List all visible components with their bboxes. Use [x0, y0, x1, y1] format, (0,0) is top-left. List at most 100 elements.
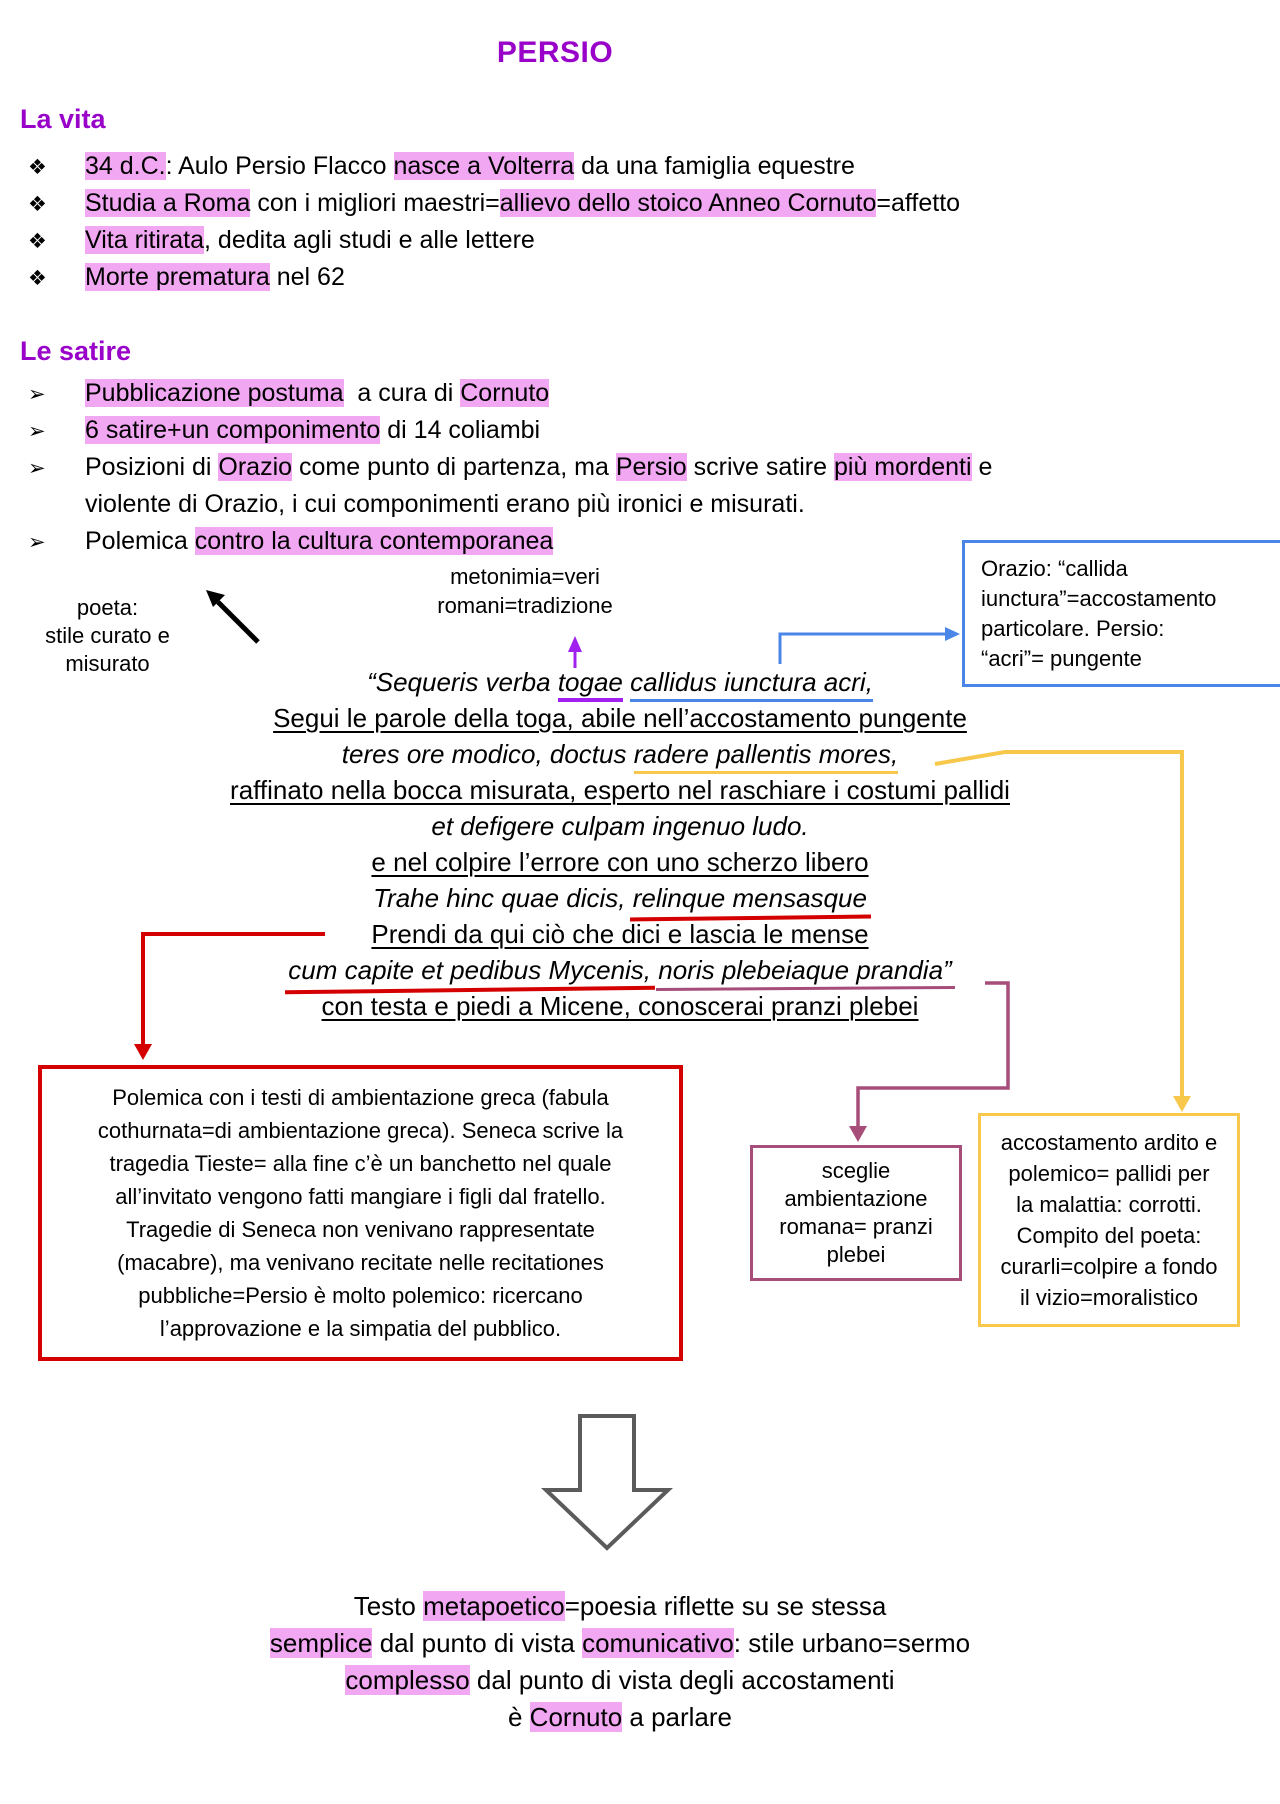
text-segment: a parlare — [622, 1702, 733, 1732]
box-line: l’approvazione e la simpatia del pubblic… — [42, 1312, 679, 1345]
box-line: pubbliche=Persio è molto polemico: ricer… — [42, 1279, 679, 1312]
text-segment: Prendi da qui ciò che dici e lascia le m… — [371, 919, 869, 949]
text-segment: la malattia: corrotti. — [1016, 1192, 1202, 1217]
box-line: Compito del poeta: — [981, 1220, 1237, 1251]
highlighted-text: Studia a Roma — [85, 189, 251, 217]
text-segment: e — [971, 453, 993, 481]
text-segment: ambientazione — [784, 1186, 928, 1211]
box-line: iunctura”=accostamento — [981, 584, 1280, 614]
text-segment: plebei — [826, 1242, 886, 1267]
box-line: (macabre), ma venivano recitate nelle re… — [42, 1246, 679, 1279]
box-line: tragedia Tieste= alla fine c’è un banche… — [42, 1147, 679, 1180]
le-satire-list: ➢ Pubblicazione postuma a cura di Cornuto… — [28, 379, 1268, 564]
box-line: particolare. Persio: — [981, 614, 1280, 644]
bullet-icon: ➢ — [28, 383, 46, 406]
text-segment: Tragedie di Seneca non venivano rapprese… — [126, 1217, 595, 1242]
text-segment: curarli=colpire a fondo — [1000, 1254, 1218, 1279]
text-segment: : Aulo Persio Flacco — [165, 152, 394, 180]
highlighted-text: allievo dello stoico Anneo Cornuto — [499, 189, 877, 217]
text-segment: metonimia=veri — [450, 564, 600, 589]
text-segment: Orazio: “callida — [981, 556, 1128, 581]
metonimia-annotation: metonimia=veri romani=tradizione — [395, 562, 655, 620]
box-line: Polemica con i testi di ambientazione gr… — [42, 1081, 679, 1114]
text-segment: Polemica con i testi di ambientazione gr… — [112, 1085, 609, 1110]
bullet-icon: ➢ — [28, 420, 46, 443]
text-segment: nel 62 — [269, 263, 345, 291]
text-segment: Posizioni di — [85, 453, 219, 481]
text-segment: teres ore modico, doctus — [341, 739, 634, 769]
list-item: ❖ 34 d.C.: Aulo Persio Flacco nasce a Vol… — [28, 152, 1268, 189]
bullet-icon: ❖ — [28, 230, 47, 253]
list-item: ❖Vita ritirata, dedita agli studi e alle… — [28, 226, 1268, 263]
list-item-text: 34 d.C.: Aulo Persio Flacco nasce a Volt… — [85, 152, 855, 181]
text-segment: all’invitato vengono fatti mangiare i fi… — [115, 1184, 606, 1209]
list-item: ➢Polemica contro la cultura contemporane… — [28, 527, 1268, 564]
box-line: “acri”= pungente — [981, 644, 1280, 674]
text-segment: romani=tradizione — [437, 593, 613, 618]
text-segment: cum capite et pedibus Mycenis, — [288, 955, 652, 985]
poem-line: Trahe hinc quae dicis, relinque mensasqu… — [0, 880, 1240, 916]
box-line: sceglie — [753, 1157, 959, 1185]
annotation-line: metonimia=veri — [395, 562, 655, 591]
text-segment: callidus iunctura acri, — [630, 667, 873, 702]
text-segment: togae — [557, 667, 623, 702]
poem-line: “Sequeris verba togae callidus iunctura … — [0, 664, 1240, 702]
poeta-arrow-icon — [206, 590, 260, 644]
highlighted-text: metapoetico — [423, 1591, 565, 1621]
text-segment: dal punto di vista degli accostamenti — [469, 1665, 895, 1695]
list-item: ➢ Pubblicazione postuma a cura di Cornuto — [28, 379, 1268, 416]
conclusion-block: Testo metapoetico=poesia riflette su se … — [0, 1588, 1240, 1736]
box-line: Tragedie di Seneca non venivano rapprese… — [42, 1213, 679, 1246]
text-segment: polemico= pallidi per — [1008, 1161, 1210, 1186]
text-segment: a cura di — [343, 379, 461, 407]
text-segment: misurato — [65, 651, 150, 676]
text-segment: particolare. Persio: — [981, 616, 1165, 641]
highlighted-text: Cornuto — [460, 379, 550, 407]
text-segment: Segui le parole della toga, abile nell’a… — [273, 703, 967, 733]
text-segment: pubbliche=Persio è molto polemico: ricer… — [138, 1283, 583, 1308]
box-line: Orazio: “callida — [981, 554, 1280, 584]
text-segment: radere pallentis mores, — [633, 739, 899, 774]
text-segment: raffinato nella bocca misurata, esperto … — [230, 775, 1010, 805]
text-segment: dal punto di vista — [372, 1628, 583, 1658]
highlighted-text: Cornuto — [529, 1702, 623, 1732]
list-item-text: Studia a Roma con i migliori maestri=all… — [85, 189, 960, 218]
bullet-icon: ❖ — [28, 267, 47, 290]
highlighted-text: complesso — [345, 1665, 470, 1695]
text-segment: Polemica — [85, 527, 195, 555]
text-segment: =affetto — [876, 189, 961, 217]
bullet-icon: ❖ — [28, 156, 47, 179]
conclusion-line: semplice dal punto di vista comunicativo… — [0, 1625, 1240, 1662]
text-segment: Testo — [353, 1591, 424, 1621]
text-segment: tragedia Tieste= alla fine c’è un banche… — [109, 1151, 612, 1176]
text-segment: violente di Orazio, i cui componimenti e… — [85, 490, 805, 518]
text-segment: accostamento ardito e — [1000, 1130, 1218, 1155]
text-segment: sceglie — [821, 1158, 891, 1183]
poem-line: Prendi da qui ciò che dici e lascia le m… — [0, 916, 1240, 952]
box-line: plebei — [753, 1241, 959, 1269]
text-segment: : stile urbano=sermo — [733, 1628, 971, 1658]
text-segment: l’approvazione e la simpatia del pubblic… — [159, 1316, 562, 1341]
highlighted-text: Orazio — [218, 453, 293, 481]
box-line: all’invitato vengono fatti mangiare i fi… — [42, 1180, 679, 1213]
highlighted-text: semplice — [269, 1628, 373, 1658]
conclusion-line: Testo metapoetico=poesia riflette su se … — [0, 1588, 1240, 1625]
text-segment: con testa e piedi a Micene, conoscerai p… — [321, 991, 919, 1021]
conclusion-line: è Cornuto a parlare — [0, 1699, 1240, 1736]
la-vita-list: ❖ 34 d.C.: Aulo Persio Flacco nasce a Vol… — [28, 152, 1268, 300]
box-line: romana= pranzi — [753, 1213, 959, 1241]
box-line: ambientazione — [753, 1185, 959, 1213]
annotation-line: romani=tradizione — [395, 591, 655, 620]
annotation-line: stile curato e — [25, 622, 190, 650]
poem-line: raffinato nella bocca misurata, esperto … — [0, 772, 1240, 808]
list-item: ➢6 satire+un componimento di 14 coliambi — [28, 416, 1268, 453]
highlighted-text: 6 satire+un componimento — [85, 416, 381, 444]
list-item: ❖Morte prematura nel 62 — [28, 263, 1268, 300]
highlighted-text: comunicativo — [582, 1628, 734, 1658]
list-item: ❖Studia a Roma con i migliori maestri=al… — [28, 189, 1268, 226]
accostamento-ardito-box: accostamento ardito e polemico= pallidi p… — [978, 1113, 1240, 1327]
conclusion-line: complesso dal punto di vista degli accos… — [0, 1662, 1240, 1699]
list-item-text: Pubblicazione postuma a cura di Cornuto — [85, 379, 550, 408]
